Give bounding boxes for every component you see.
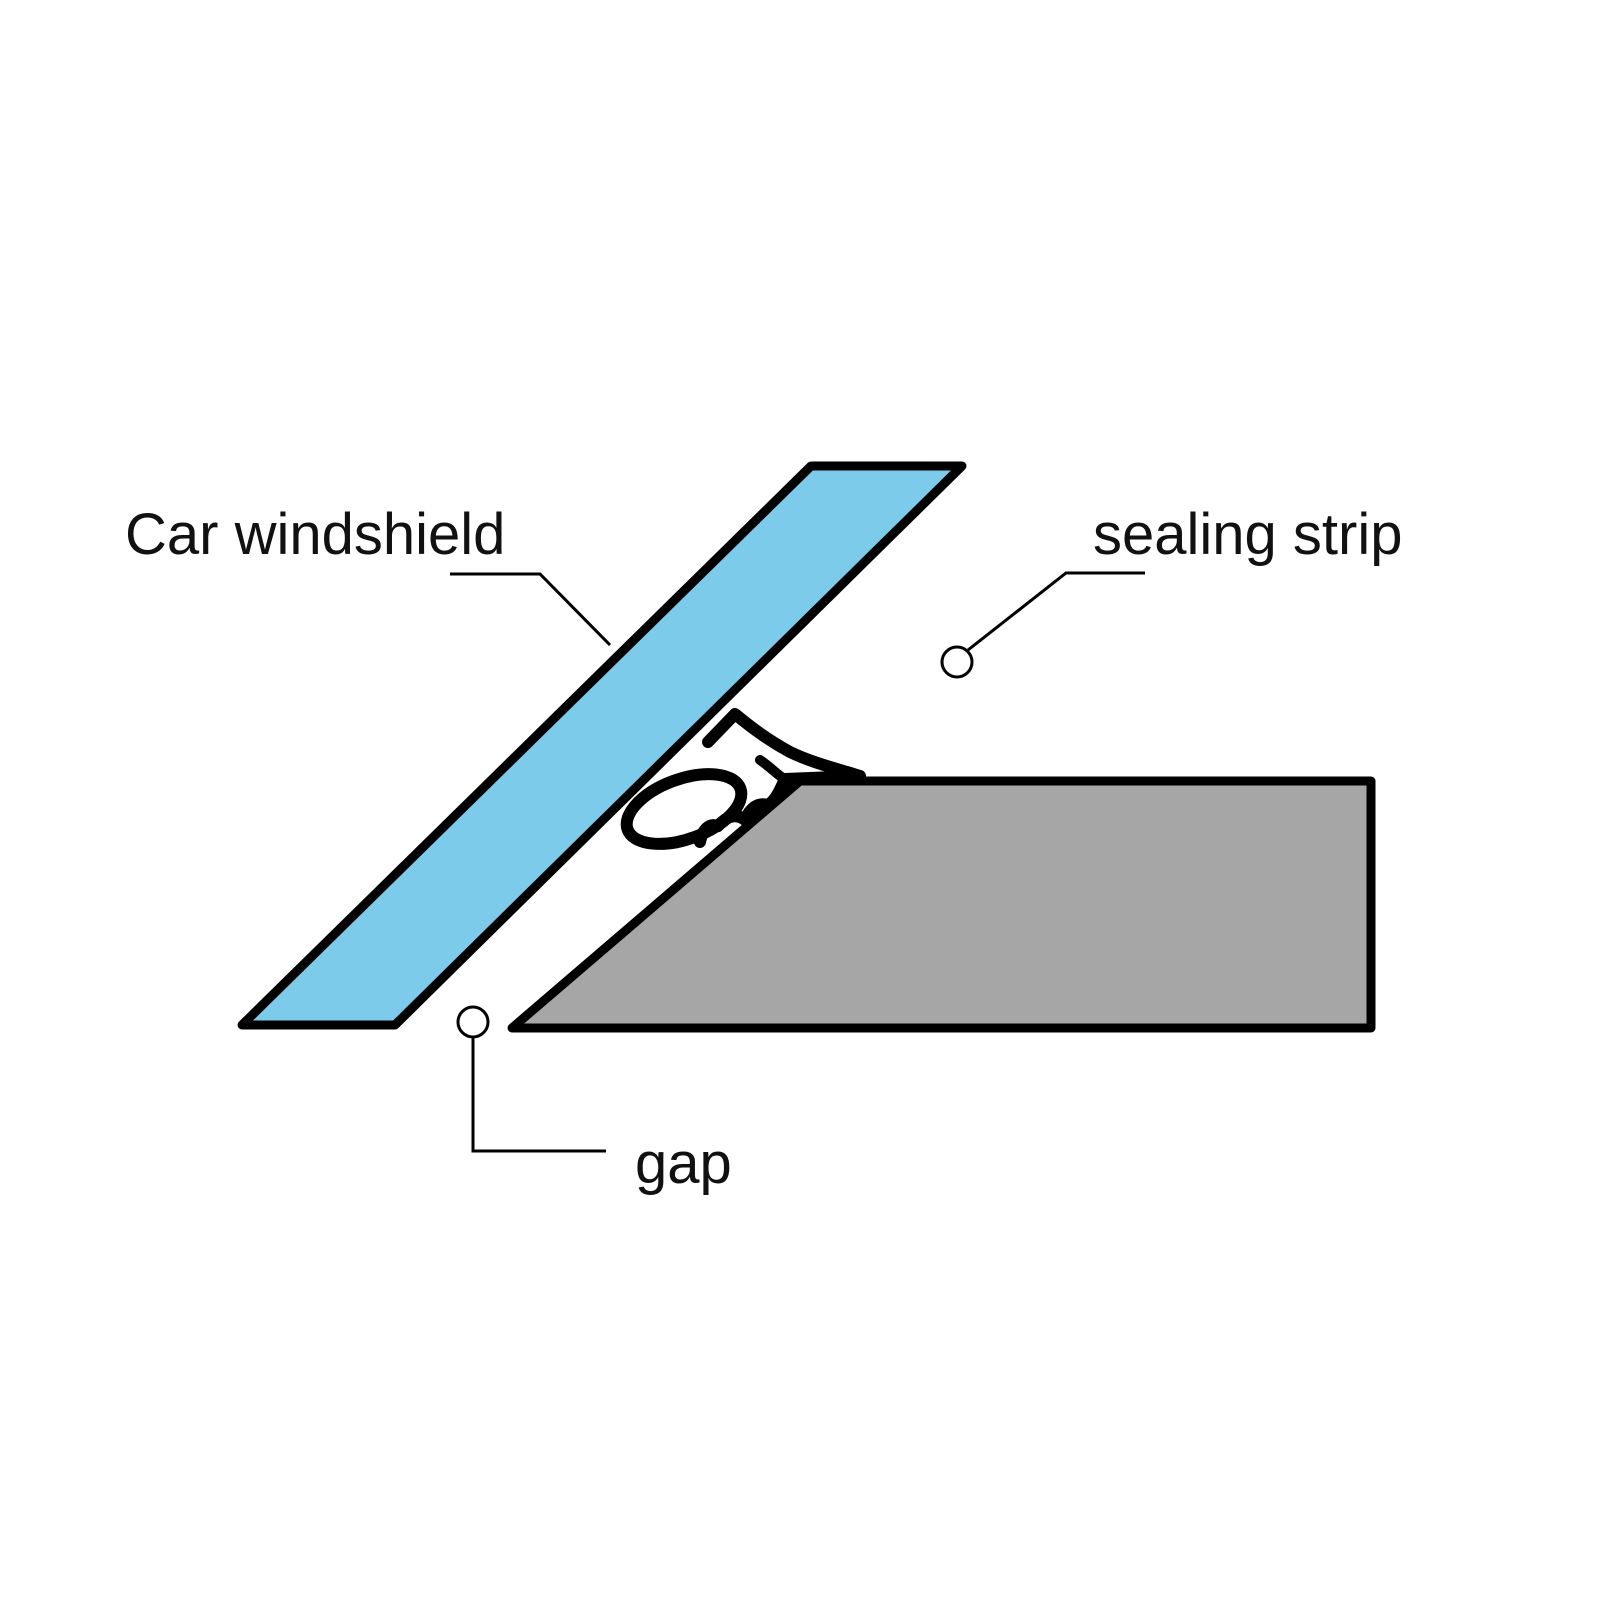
gap-marker [456, 1005, 490, 1039]
gap-label: gap [635, 1131, 732, 1196]
sealing-strip-label: sealing strip [1093, 502, 1402, 567]
sealing-strip-leader-line [967, 571, 1145, 652]
gap-leader-line [471, 1037, 606, 1153]
windshield-leader-line [450, 572, 612, 647]
sealing-strip-marker [940, 645, 974, 679]
sealing-strip-profile [620, 708, 866, 850]
windshield-label: Car windshield [125, 502, 505, 567]
windshield-panel [237, 461, 967, 1030]
car-body-panel [507, 776, 1376, 1033]
